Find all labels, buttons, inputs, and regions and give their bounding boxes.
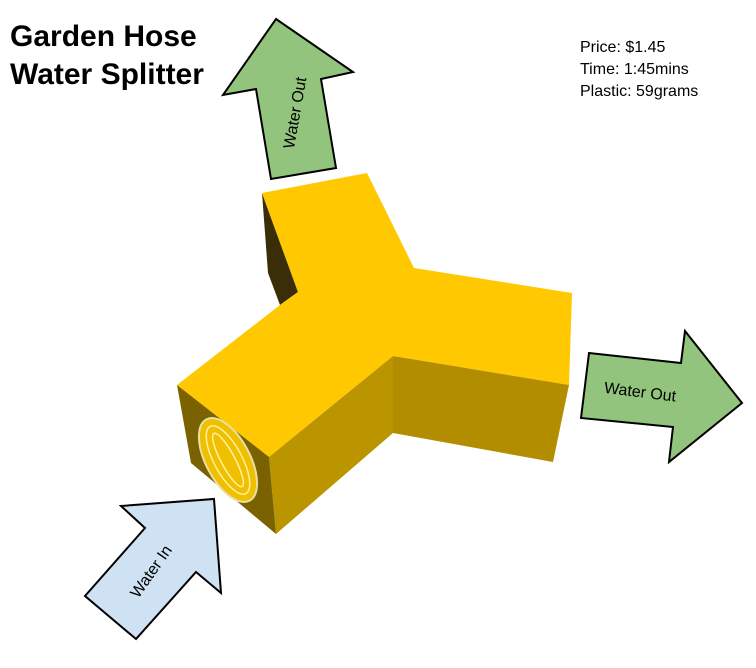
print-info: Price: $1.45 Time: 1:45mins Plastic: 59g…	[580, 37, 698, 103]
title-line-2: Water Splitter	[10, 58, 204, 91]
threaded-inlet-hole	[197, 417, 259, 503]
thread-ring	[211, 432, 245, 488]
water-out-right-arrow: Water Out	[579, 328, 744, 465]
water-in-arrow: Water In	[83, 497, 223, 641]
plastic-text: Plastic: 59grams	[580, 83, 699, 100]
body-right-arm-side-face	[393, 356, 569, 462]
body-top-face	[177, 173, 572, 457]
thread-ring	[205, 425, 251, 495]
diagram-title: Garden Hose Water Splitter	[10, 18, 204, 94]
price-text: Price: $1.45	[580, 39, 666, 56]
splitter-body	[177, 173, 572, 534]
water-out-top-arrow: Water Out	[220, 17, 356, 181]
body-front-arm-side-face	[269, 356, 393, 534]
title-line-1: Garden Hose	[10, 20, 197, 53]
time-text: Time: 1:45mins	[580, 61, 689, 78]
body-inner-shadow-face	[262, 193, 298, 305]
